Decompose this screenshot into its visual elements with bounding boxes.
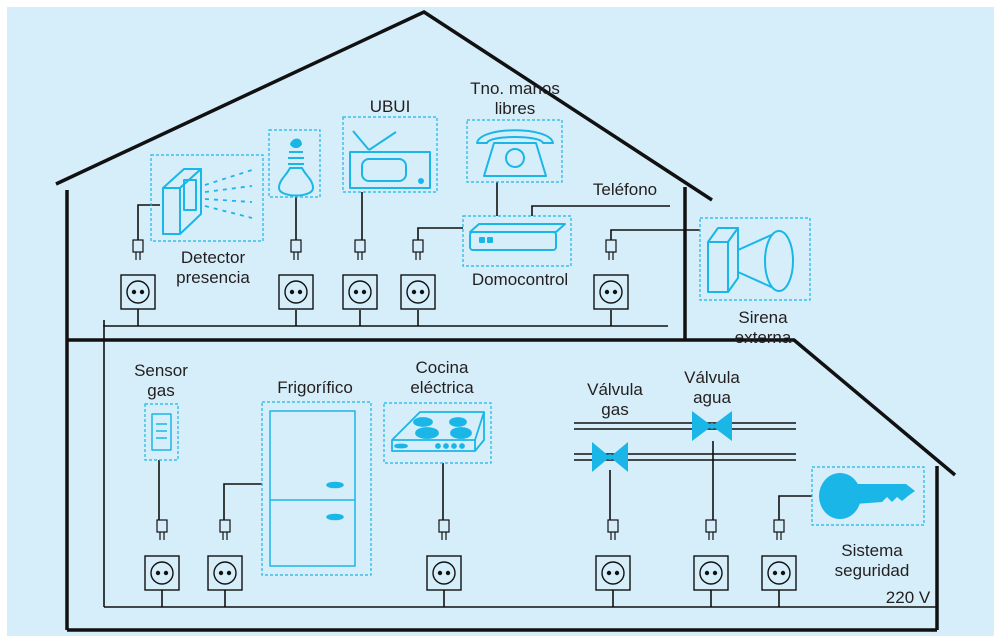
socket-icon <box>120 274 156 310</box>
label-valvula-agua: Válvula agua <box>684 368 740 407</box>
pipes <box>574 422 796 461</box>
gas-valve-icon <box>592 442 628 472</box>
gas-sensor-icon <box>151 413 172 451</box>
bulb-frame <box>268 129 321 198</box>
telephone-icon <box>476 129 554 177</box>
security-key-icon <box>819 473 915 519</box>
outlet-7 <box>207 519 243 591</box>
socket-icon <box>278 274 314 310</box>
outlet-2 <box>278 239 314 310</box>
outlet-4 <box>400 239 436 310</box>
label-sistema-seguridad: Sistema seguridad <box>834 541 910 580</box>
power-bus <box>103 307 937 608</box>
socket-icon <box>144 555 180 591</box>
outlets <box>120 239 797 591</box>
outlet-8 <box>426 519 462 591</box>
label-domocontrol: Domocontrol <box>471 270 569 289</box>
socket-icon <box>693 555 729 591</box>
socket-icon <box>207 555 243 591</box>
electric-cooker-icon <box>391 411 485 452</box>
label-frigorifico: Frigorífico <box>277 378 353 397</box>
plug-icon <box>705 519 717 540</box>
socket-icon <box>342 274 378 310</box>
refrigerator-icon <box>269 410 356 567</box>
television-icon <box>349 130 431 189</box>
socket-icon <box>426 555 462 591</box>
detector-frame <box>150 154 264 242</box>
roof-line <box>55 10 713 202</box>
gas-sensor-frame <box>144 403 179 461</box>
label-cocina-electrica: Cocina eléctrica <box>410 358 474 397</box>
plug-icon <box>607 519 619 540</box>
plug-icon <box>605 239 617 260</box>
socket-icon <box>761 555 797 591</box>
plug-icon <box>132 239 144 260</box>
lower-roof-line <box>685 338 957 477</box>
outlet-3 <box>342 239 378 310</box>
device-frames <box>144 116 925 576</box>
plug-icon <box>412 239 424 260</box>
outlet-1 <box>120 239 156 310</box>
motion-detector-icon <box>162 168 253 235</box>
cable-siren <box>610 229 700 240</box>
fridge-frame <box>261 401 372 576</box>
siren-icon <box>707 227 794 293</box>
socket-icon <box>400 274 436 310</box>
tv-frame <box>342 116 438 193</box>
label-detector-presencia: Detector presencia <box>176 248 250 287</box>
outlet-9 <box>595 519 631 591</box>
outlet-5 <box>593 239 629 310</box>
cable-domocontrol <box>417 227 463 240</box>
siren-frame <box>699 217 811 301</box>
outlet-10 <box>693 519 729 591</box>
label-sensor-gas: Sensor gas <box>134 361 188 400</box>
outlet-11 <box>761 519 797 591</box>
background-panel <box>7 7 994 636</box>
plug-icon <box>219 519 231 540</box>
socket-icon <box>595 555 631 591</box>
house-outline <box>55 10 957 632</box>
label-sirena-externa: Sirena externa <box>734 308 792 347</box>
cooker-frame <box>383 402 492 464</box>
security-frame <box>811 466 925 526</box>
label-telefono: Teléfono <box>592 180 658 199</box>
plug-icon <box>438 519 450 540</box>
device-cables <box>137 182 812 520</box>
label-ubui: UBUI <box>369 97 411 116</box>
label-telefono-manos-libres: Tno. manos libres <box>470 79 560 118</box>
domocontrol-unit-icon <box>469 223 566 251</box>
label-voltaje: 220 V <box>885 588 931 607</box>
plug-icon <box>773 519 785 540</box>
light-bulb-icon <box>278 138 314 197</box>
phone-frame <box>466 119 563 183</box>
plug-icon <box>156 519 168 540</box>
socket-icon <box>593 274 629 310</box>
device-icons <box>151 129 915 567</box>
cable-fridge <box>223 483 262 520</box>
label-valvula-gas: Válvula gas <box>587 380 643 419</box>
plug-icon <box>354 239 366 260</box>
cable-telefono <box>531 205 670 216</box>
plug-icon <box>290 239 302 260</box>
domocontrol-frame <box>462 215 572 267</box>
cable-security <box>778 495 812 520</box>
outlet-6 <box>144 519 180 591</box>
cable-detector <box>137 204 160 240</box>
water-valve-icon <box>692 411 732 441</box>
